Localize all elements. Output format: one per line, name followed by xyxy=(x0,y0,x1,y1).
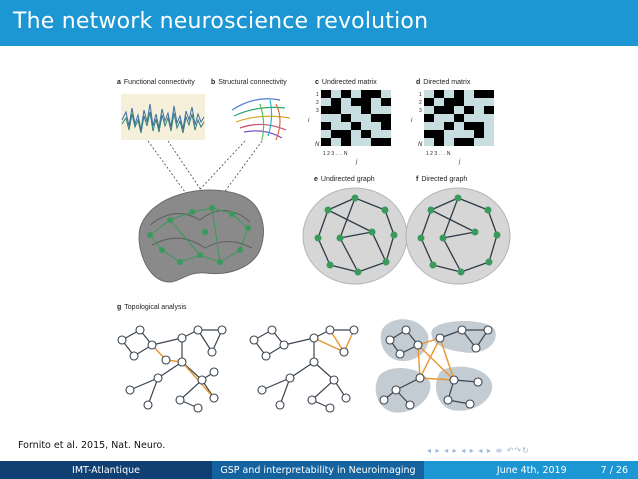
svg-text:2: 2 xyxy=(316,100,319,106)
footer-page-number: 7 / 26 xyxy=(600,464,628,476)
topological-graph-2 xyxy=(249,325,359,413)
directed-graph-brain xyxy=(405,187,511,285)
svg-text:3: 3 xyxy=(316,108,319,114)
topological-graph-1 xyxy=(117,325,227,413)
svg-text:2: 2 xyxy=(419,100,422,106)
directed-matrix: 1 2 3 N i 1 2 3 . . . N j xyxy=(411,90,494,165)
svg-text:1: 1 xyxy=(316,92,319,98)
slide-title-bar: The network neuroscience revolution xyxy=(0,0,638,46)
svg-text:1 2 3 . . . N: 1 2 3 . . . N xyxy=(323,151,348,157)
structural-connectivity-tractography xyxy=(231,98,291,141)
svg-text:N: N xyxy=(315,142,320,148)
svg-text:i: i xyxy=(308,118,310,124)
svg-text:j: j xyxy=(355,159,358,165)
svg-text:1 2 3 . . . N: 1 2 3 . . . N xyxy=(426,151,451,157)
slide-title: The network neuroscience revolution xyxy=(13,9,429,34)
citation-text: Fornito et al. 2015, Nat. Neuro. xyxy=(18,440,166,451)
footer-date: June 4th, 2019 xyxy=(496,464,567,476)
beamer-navigation-icons[interactable]: ◂ ▸ ◂ ▸ ◂ ▸ ◂ ▸ ≡ ↶↷↻ xyxy=(427,446,530,455)
svg-text:N: N xyxy=(418,142,423,148)
footer-talk-title: GSP and interpretability in Neuroimaging xyxy=(212,461,424,479)
slide-footer: IMT-Atlantique GSP and interpretability … xyxy=(0,461,638,479)
functional-connectivity-timeseries xyxy=(121,94,205,140)
brain-with-nodes xyxy=(138,189,264,283)
footer-date-page: June 4th, 2019 7 / 26 xyxy=(424,461,638,479)
undirected-matrix: 1 2 3 N i 1 2 3 . . . N j xyxy=(308,90,391,165)
footer-institution: IMT-Atlantique xyxy=(0,461,212,479)
svg-text:1: 1 xyxy=(419,92,422,98)
undirected-graph-brain xyxy=(302,187,408,285)
topological-graph-3-modules xyxy=(375,319,496,413)
connector-lines xyxy=(147,140,263,206)
svg-text:3: 3 xyxy=(419,108,422,114)
svg-text:i: i xyxy=(411,118,413,124)
svg-text:j: j xyxy=(458,159,461,165)
